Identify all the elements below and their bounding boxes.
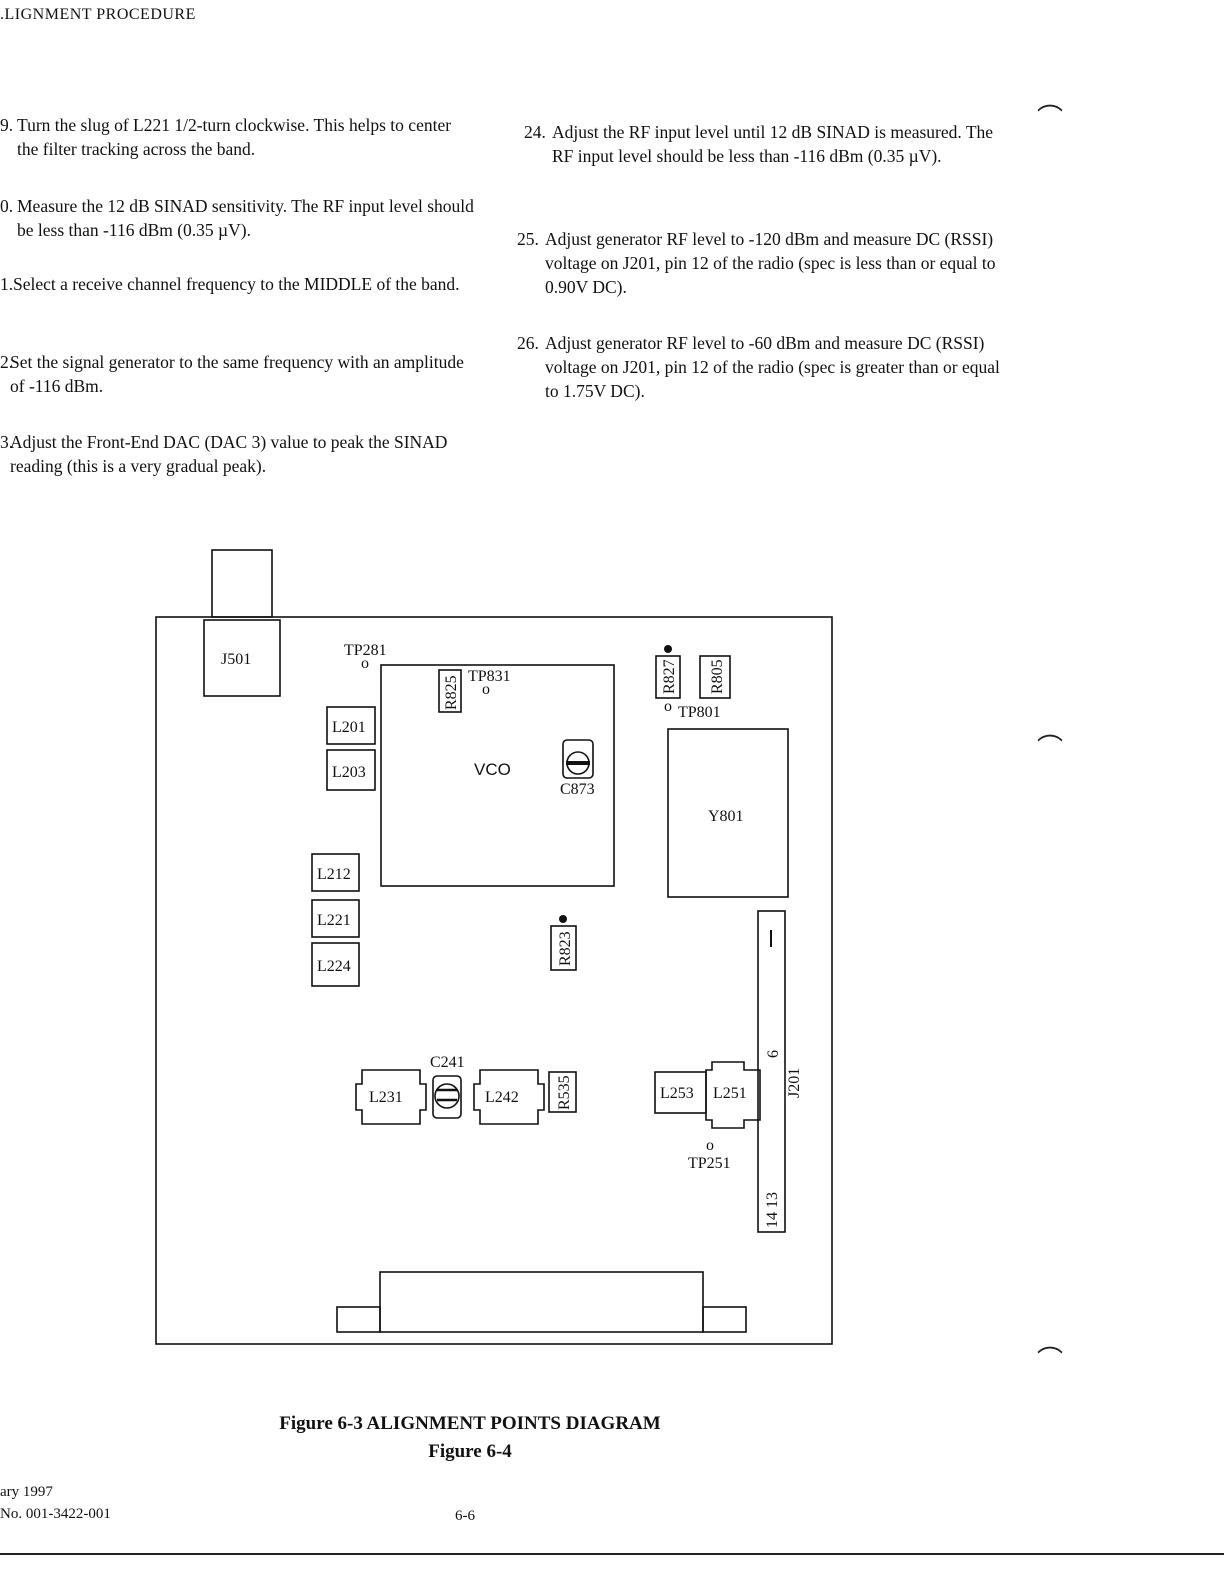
tp801-label: TP801 [678, 704, 721, 721]
bottom-connector-tab-left [336, 1306, 381, 1333]
j501-connector-body [211, 549, 273, 618]
step-item: 26. Adjust generator RF level to -60 dBm… [517, 331, 1007, 403]
bottom-connector-body [379, 1271, 704, 1333]
step-item: 3. Adjust the Front-End DAC (DAC 3) valu… [0, 430, 465, 478]
l231-label: L231 [369, 1089, 403, 1106]
l242-label: L242 [485, 1089, 519, 1106]
l251-outline [705, 1061, 761, 1129]
c241-label: C241 [430, 1054, 465, 1071]
step-item: 2. Set the signal generator to the same … [0, 350, 470, 398]
step-number: 1. [0, 274, 14, 294]
l221-label: L221 [317, 912, 351, 929]
figure-caption: Figure 6-3 ALIGNMENT POINTS DIAGRAM [279, 1413, 661, 1434]
step-item: 1. Select a receive channel frequency to… [0, 272, 470, 296]
step-text: Turn the slug of L221 1/2-turn clockwise… [17, 115, 452, 159]
step-text: Set the signal generator to the same fre… [10, 352, 464, 396]
footer-doc-number: No. 001-3422-001 [0, 1506, 111, 1522]
r825-box [438, 669, 462, 713]
bottom-connector-tab-right [702, 1306, 747, 1333]
l212-label: L212 [317, 866, 351, 883]
tp801-point: o [664, 698, 672, 715]
step-item: 9. Turn the slug of L221 1/2-turn clockw… [0, 113, 460, 161]
r825-label: R825 [443, 675, 460, 710]
l224-box [311, 942, 360, 987]
step-text: Adjust generator RF level to -120 dBm an… [545, 229, 996, 297]
footer-rule [0, 1553, 1224, 1555]
tp831-point: o [482, 681, 490, 698]
step-item: 24. Adjust the RF input level until 12 d… [524, 120, 1004, 168]
l212-box [311, 853, 360, 892]
j201-pin6-label: 6 [765, 1050, 782, 1058]
l231-outline [355, 1069, 427, 1125]
step-number: 25. [517, 229, 539, 249]
r827-label: R827 [661, 659, 678, 694]
circuit-board-outline [155, 616, 833, 1345]
scan-mark: ⌒ [1037, 1346, 1064, 1375]
tp281-point: o [361, 655, 369, 672]
r535-label: R535 [556, 1075, 573, 1110]
l203-label: L203 [332, 764, 366, 781]
step-number: 0. [0, 196, 14, 216]
c241-trimmer-icon [432, 1075, 462, 1119]
step-number: 24. [524, 122, 546, 142]
l203-box [326, 749, 376, 791]
pin1-dot-r823 [559, 915, 567, 923]
l253-label: L253 [660, 1085, 694, 1102]
step-text: Measure the 12 dB SINAD sensitivity. The… [17, 196, 474, 240]
c873-trimmer-icon [562, 739, 594, 779]
r805-label: R805 [709, 659, 726, 694]
section-header: .LIGNMENT PROCEDURE [0, 6, 196, 23]
l251-label: L251 [713, 1085, 747, 1102]
j201-header-strip [757, 910, 786, 1233]
step-number: 2. [0, 352, 14, 372]
r823-box [550, 925, 577, 971]
tp251-label: TP251 [688, 1155, 731, 1172]
j501-label: J501 [221, 651, 251, 668]
l201-box [326, 706, 376, 745]
page-number: 6-6 [455, 1508, 475, 1524]
step-text: Adjust the RF input level until 12 dB SI… [552, 122, 994, 166]
r805-box [699, 655, 731, 699]
step-text: Adjust the Front-End DAC (DAC 3) value t… [10, 432, 448, 476]
l224-label: L224 [317, 958, 351, 975]
step-item: 25. Adjust generator RF level to -120 dB… [517, 227, 1007, 299]
j201-label: J201 [786, 1068, 803, 1098]
r535-box [548, 1071, 577, 1113]
step-item: 0. Measure the 12 dB SINAD sensitivity. … [0, 194, 475, 242]
r823-label: R823 [557, 931, 574, 966]
footer-date: ary 1997 [0, 1484, 53, 1500]
y801-label: Y801 [708, 808, 744, 825]
j501-box [203, 619, 281, 697]
step-number: 26. [517, 333, 539, 353]
tp281-label: TP281 [344, 642, 387, 659]
step-number: 3. [0, 432, 14, 452]
vco-label: VCO [474, 760, 511, 779]
step-number: 9. [0, 115, 14, 135]
c873-label: C873 [560, 781, 595, 798]
scan-mark: ⌒ [1037, 104, 1064, 133]
y801-box [667, 728, 789, 898]
l242-outline [473, 1069, 545, 1125]
figure-caption-secondary: Figure 6-4 [428, 1441, 512, 1462]
step-text: Select a receive channel frequency to th… [13, 274, 460, 294]
scan-mark: ⌒ [1037, 734, 1064, 763]
j201-pins-label: 14 13 [764, 1192, 781, 1228]
tp831-label: TP831 [468, 668, 511, 685]
tp251-point: o [706, 1137, 714, 1154]
l201-label: L201 [332, 719, 366, 736]
pin1-dot-r827 [664, 645, 672, 653]
step-text: Adjust generator RF level to -60 dBm and… [545, 333, 1000, 401]
r827-box [655, 655, 681, 699]
vco-shield [380, 664, 615, 887]
l221-box [311, 899, 360, 938]
